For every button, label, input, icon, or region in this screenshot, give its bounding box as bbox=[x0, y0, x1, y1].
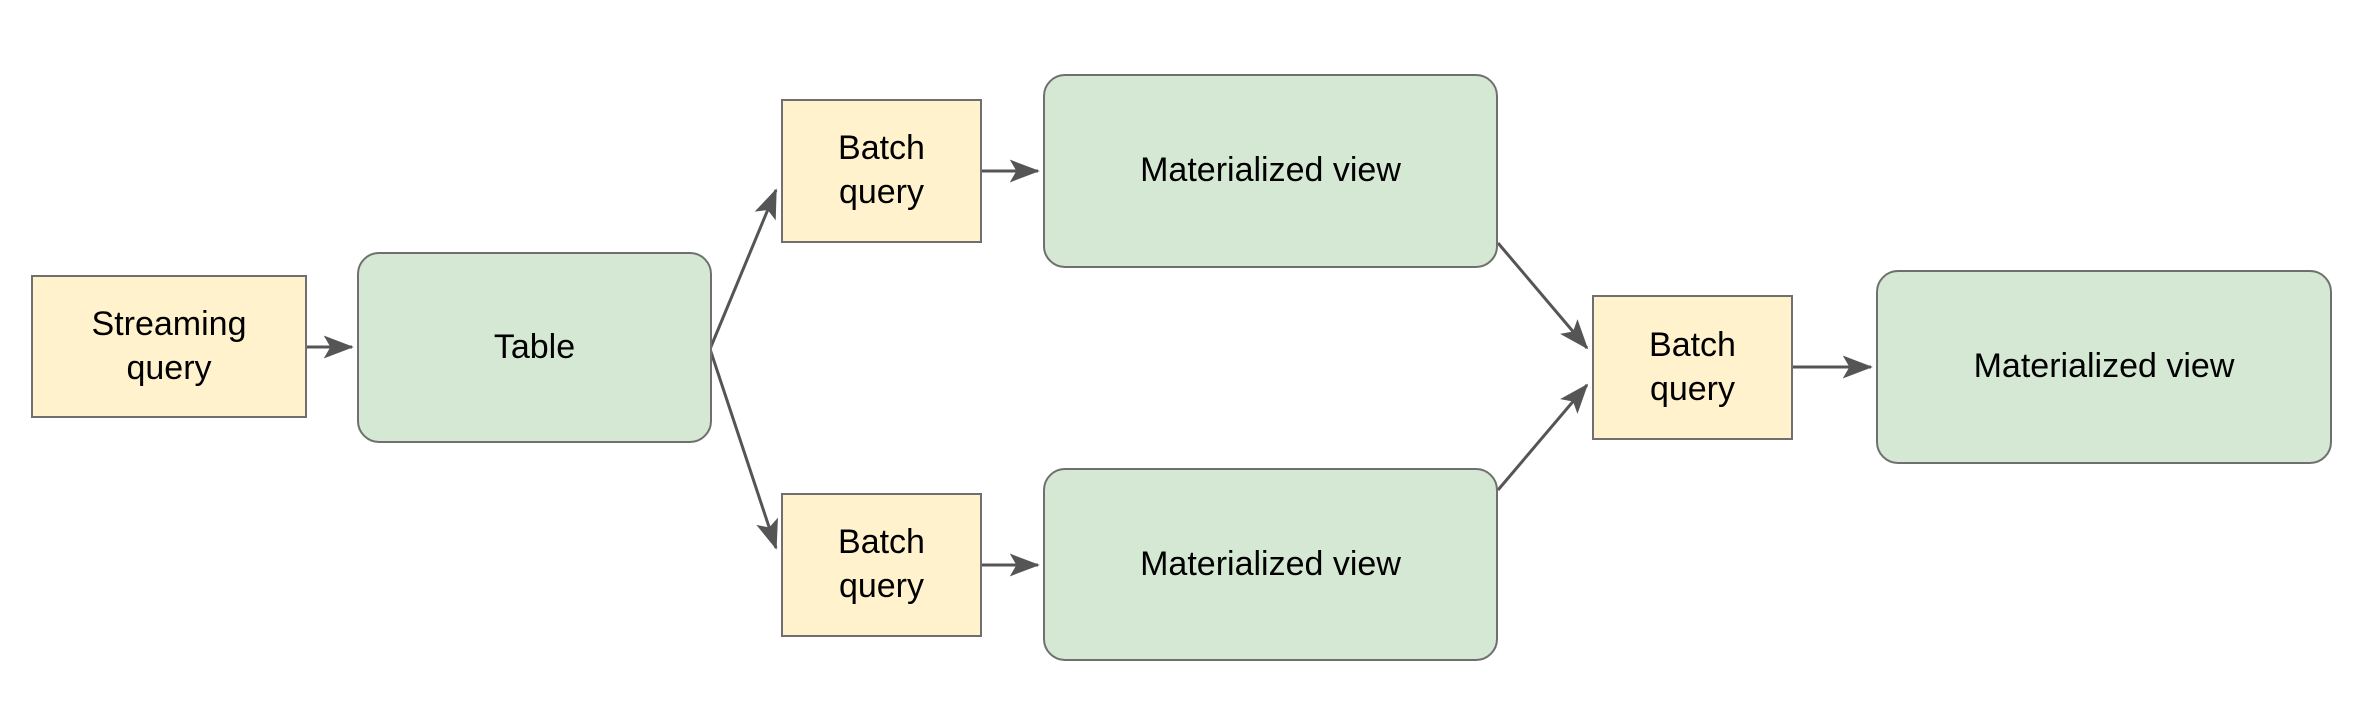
node-label-batch-query-bottom: Batch query bbox=[838, 523, 925, 605]
edge-materialized-view-top-to-batch-query-merge bbox=[1496, 242, 1589, 350]
node-batch-query-bottom[interactable]: Batch query bbox=[781, 493, 982, 637]
node-batch-query-top[interactable]: Batch query bbox=[781, 99, 982, 243]
node-label-materialized-view-final: Materialized view bbox=[1973, 347, 2235, 386]
node-batch-query-merge[interactable]: Batch query bbox=[1592, 295, 1793, 440]
node-table[interactable]: Table bbox=[357, 252, 712, 443]
node-label-batch-query-merge: Batch query bbox=[1649, 325, 1736, 408]
node-label-batch-query-top: Batch query bbox=[838, 129, 925, 211]
edge-materialized-view-bottom-to-batch-query-merge bbox=[1496, 383, 1589, 491]
node-materialized-view-final[interactable]: Materialized view bbox=[1876, 270, 2332, 464]
node-label-table: Table bbox=[493, 327, 576, 366]
node-materialized-view-bottom[interactable]: Materialized view bbox=[1043, 468, 1498, 661]
node-label-materialized-view-bottom: Materialized view bbox=[1140, 544, 1401, 583]
edge-table-to-batch-query-top bbox=[708, 188, 778, 350]
node-label-materialized-view-top: Materialized view bbox=[1140, 151, 1401, 190]
node-streaming-query[interactable]: Streaming query bbox=[31, 275, 307, 418]
node-label-streaming-query: Streaming query bbox=[91, 304, 247, 387]
edge-table-to-batch-query-bottom bbox=[708, 348, 778, 550]
node-materialized-view-top[interactable]: Materialized view bbox=[1043, 74, 1498, 268]
